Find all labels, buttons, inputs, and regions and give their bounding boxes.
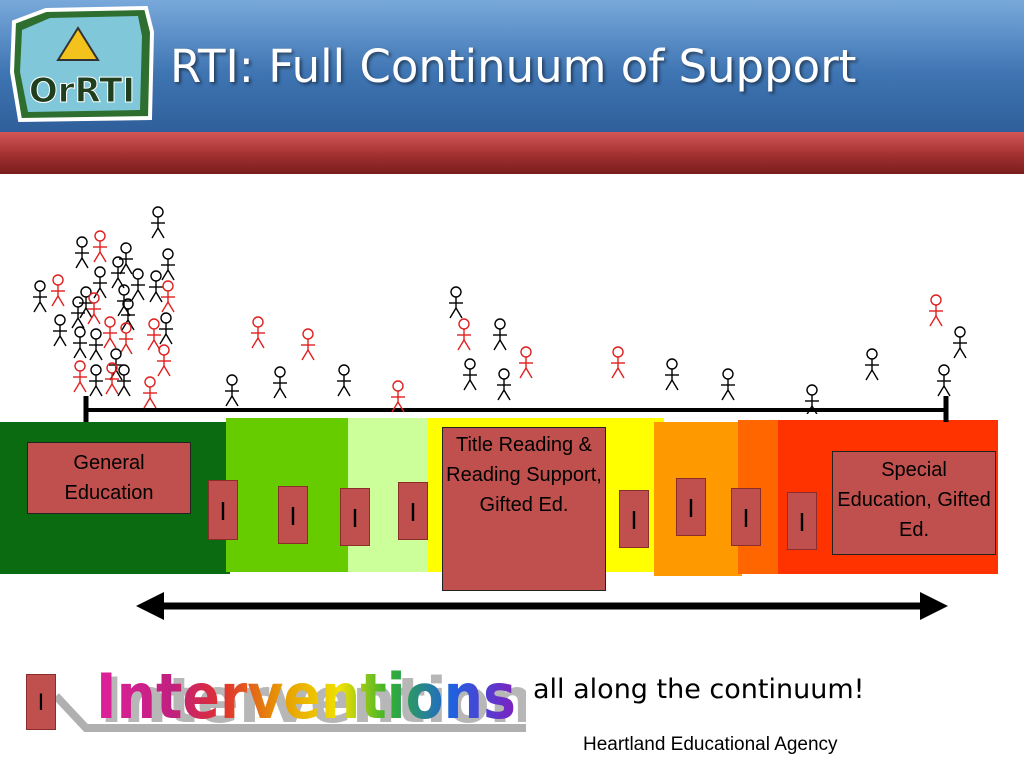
student-figure xyxy=(161,248,175,281)
student-figure xyxy=(143,376,157,409)
intervention-marker: I xyxy=(731,488,761,546)
special-education-box: Special Education, Gifted Ed. xyxy=(832,451,996,555)
student-figure xyxy=(89,364,103,397)
student-figure xyxy=(111,256,125,289)
student-figure xyxy=(119,322,133,355)
intervention-marker: I xyxy=(398,482,428,540)
student-figure xyxy=(105,362,119,395)
student-figure xyxy=(519,346,533,379)
student-figure xyxy=(337,364,351,397)
intervention-marker: I xyxy=(676,478,706,536)
continuum-phrase: all along the continuum! xyxy=(533,674,865,705)
student-figures xyxy=(33,206,967,414)
student-figure xyxy=(805,384,819,414)
slide-title: RTI: Full Continuum of Support xyxy=(170,40,857,93)
interventions-word: Interventions xyxy=(96,660,516,733)
orrti-logo: OrRTI xyxy=(9,5,155,123)
student-figure xyxy=(73,326,87,359)
student-figure xyxy=(457,318,471,351)
student-figure xyxy=(493,318,507,351)
student-figure xyxy=(161,280,175,313)
student-figure xyxy=(497,368,511,401)
student-figure xyxy=(87,292,101,325)
student-figure xyxy=(93,230,107,263)
wordart-shadow: Interventions xyxy=(100,664,526,737)
student-figure xyxy=(225,374,239,407)
intervention-marker: I xyxy=(340,488,370,546)
intervention-marker: I xyxy=(208,480,238,540)
continuum-diagram: General Education Title Reading & Readin… xyxy=(0,174,1024,644)
student-figure xyxy=(121,298,135,331)
student-figure xyxy=(75,236,89,269)
student-figure xyxy=(937,364,951,397)
legend-intervention-marker: I xyxy=(26,674,56,730)
student-figure xyxy=(157,344,171,377)
student-figure xyxy=(449,286,463,319)
intervention-marker: I xyxy=(787,492,817,550)
student-figure xyxy=(929,294,943,327)
student-figure xyxy=(71,296,85,329)
student-figure xyxy=(51,274,65,307)
student-figure xyxy=(103,316,117,349)
student-figure xyxy=(151,206,165,239)
student-figure xyxy=(865,348,879,381)
student-figure xyxy=(159,312,173,345)
student-figure xyxy=(147,318,161,351)
student-figure xyxy=(721,368,735,401)
intervention-marker: I xyxy=(619,490,649,548)
title-reading-box: Title Reading & Reading Support, Gifted … xyxy=(442,427,606,591)
student-figure xyxy=(149,270,163,303)
student-figure xyxy=(665,358,679,391)
student-figure xyxy=(89,328,103,361)
student-figure xyxy=(33,280,47,313)
student-figure xyxy=(391,380,405,413)
title-banner xyxy=(0,0,1024,132)
student-figure xyxy=(953,326,967,359)
general-education-box: General Education xyxy=(27,442,191,514)
agency-credit: Heartland Educational Agency xyxy=(583,734,838,755)
student-figure xyxy=(463,358,477,391)
student-figure xyxy=(301,328,315,361)
student-figure xyxy=(73,360,87,393)
accent-bar xyxy=(0,132,1024,174)
continuum-arrow xyxy=(136,592,948,620)
student-figure xyxy=(117,364,131,397)
student-figure xyxy=(251,316,265,349)
student-figure xyxy=(273,366,287,399)
interventions-wordart: Interventions Interventions xyxy=(56,660,526,737)
student-figure xyxy=(53,314,67,347)
intervention-marker: I xyxy=(278,486,308,544)
student-figure xyxy=(611,346,625,379)
student-figure xyxy=(93,266,107,299)
logo-text: OrRTI xyxy=(29,71,135,111)
range-bracket xyxy=(83,396,949,422)
student-figure xyxy=(131,268,145,301)
